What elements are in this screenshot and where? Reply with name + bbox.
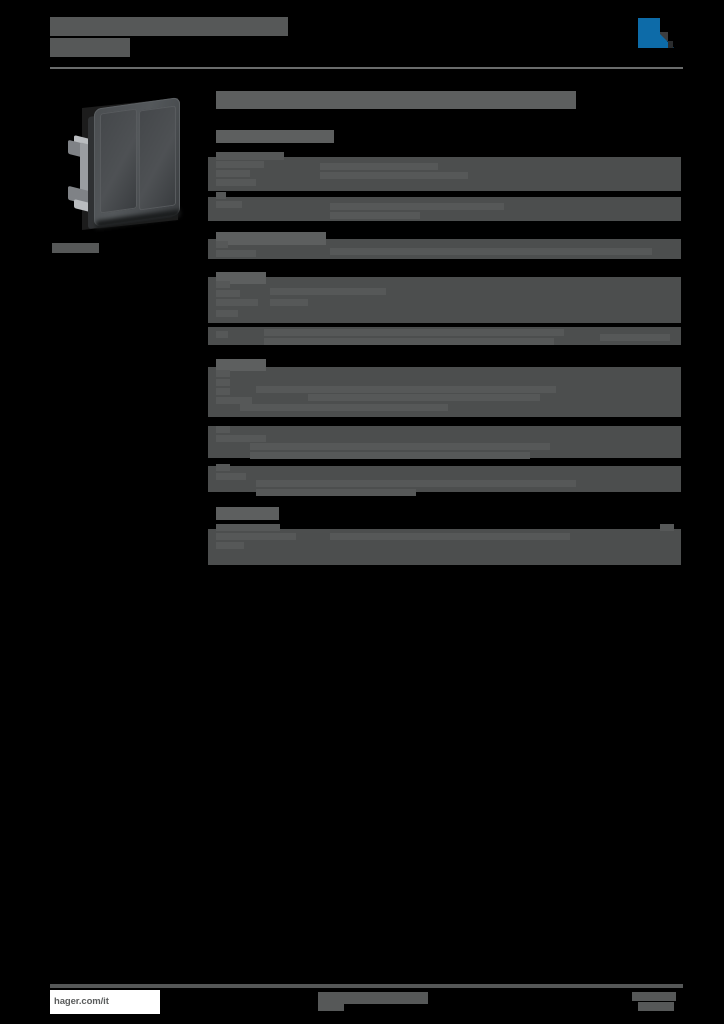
- spec-value: [270, 299, 308, 306]
- page-header: [0, 0, 724, 70]
- section-heading: [216, 507, 279, 520]
- spec-value: [330, 203, 504, 210]
- spec-label: [216, 152, 284, 160]
- footer-divider: [50, 984, 683, 988]
- spec-label: [216, 524, 280, 531]
- spec-label: [216, 331, 228, 338]
- spec-label: [216, 161, 264, 168]
- header-title-line-2: [50, 38, 130, 57]
- section-heading: [216, 232, 326, 245]
- footer-center-text: [318, 992, 428, 1004]
- header-title-line-1: [50, 17, 288, 36]
- spec-value: [256, 386, 556, 393]
- document-title: [216, 91, 576, 109]
- spec-label: [216, 542, 244, 549]
- section-heading: [216, 130, 334, 143]
- spec-label: [216, 201, 242, 208]
- spec-value: [660, 524, 674, 531]
- spec-label: [216, 170, 250, 177]
- wall-switch-illustration: [66, 96, 182, 231]
- footer-website-url[interactable]: hager.com/it: [50, 990, 160, 1014]
- spec-value: [330, 212, 420, 219]
- header-divider: [50, 67, 683, 69]
- rocker-left: [100, 108, 137, 214]
- spec-label: [216, 388, 230, 395]
- spec-label: [216, 426, 230, 433]
- spec-value: [320, 172, 468, 179]
- product-reference-label: [52, 243, 99, 253]
- product-image: [52, 93, 188, 233]
- spec-value: [250, 452, 530, 459]
- spec-label: [216, 281, 230, 288]
- spec-value: [250, 443, 550, 450]
- spec-value: [256, 480, 576, 487]
- spec-label: [216, 179, 256, 186]
- spec-value: [264, 338, 554, 345]
- spec-label: [216, 397, 252, 404]
- spec-value: [320, 163, 438, 170]
- footer-page-number: [632, 992, 676, 1001]
- spec-value: [256, 489, 416, 496]
- spec-label: [216, 299, 258, 306]
- spec-label: [216, 290, 240, 297]
- spec-label: [216, 370, 230, 377]
- spec-label: [216, 192, 226, 199]
- spec-label: [216, 473, 246, 480]
- spec-label: [216, 464, 230, 471]
- spec-label: [216, 533, 296, 540]
- hager-logo: [638, 14, 683, 54]
- spec-value: [330, 533, 570, 540]
- spec-value: [600, 334, 670, 341]
- spec-label: [216, 379, 230, 386]
- footer-page-number-secondary: [638, 1002, 674, 1011]
- spec-value: [240, 404, 448, 411]
- spec-value: [330, 248, 652, 255]
- spec-row-band: [208, 466, 681, 492]
- spec-label: [216, 241, 228, 248]
- rocker-right: [139, 105, 176, 211]
- footer-center-subtext: [318, 1003, 344, 1011]
- spec-value: [264, 329, 564, 336]
- spec-label: [216, 250, 256, 257]
- spec-value: [308, 394, 540, 401]
- spec-label: [216, 435, 266, 442]
- spec-label: [216, 310, 238, 317]
- spec-value: [270, 288, 386, 295]
- section-heading: [216, 359, 266, 371]
